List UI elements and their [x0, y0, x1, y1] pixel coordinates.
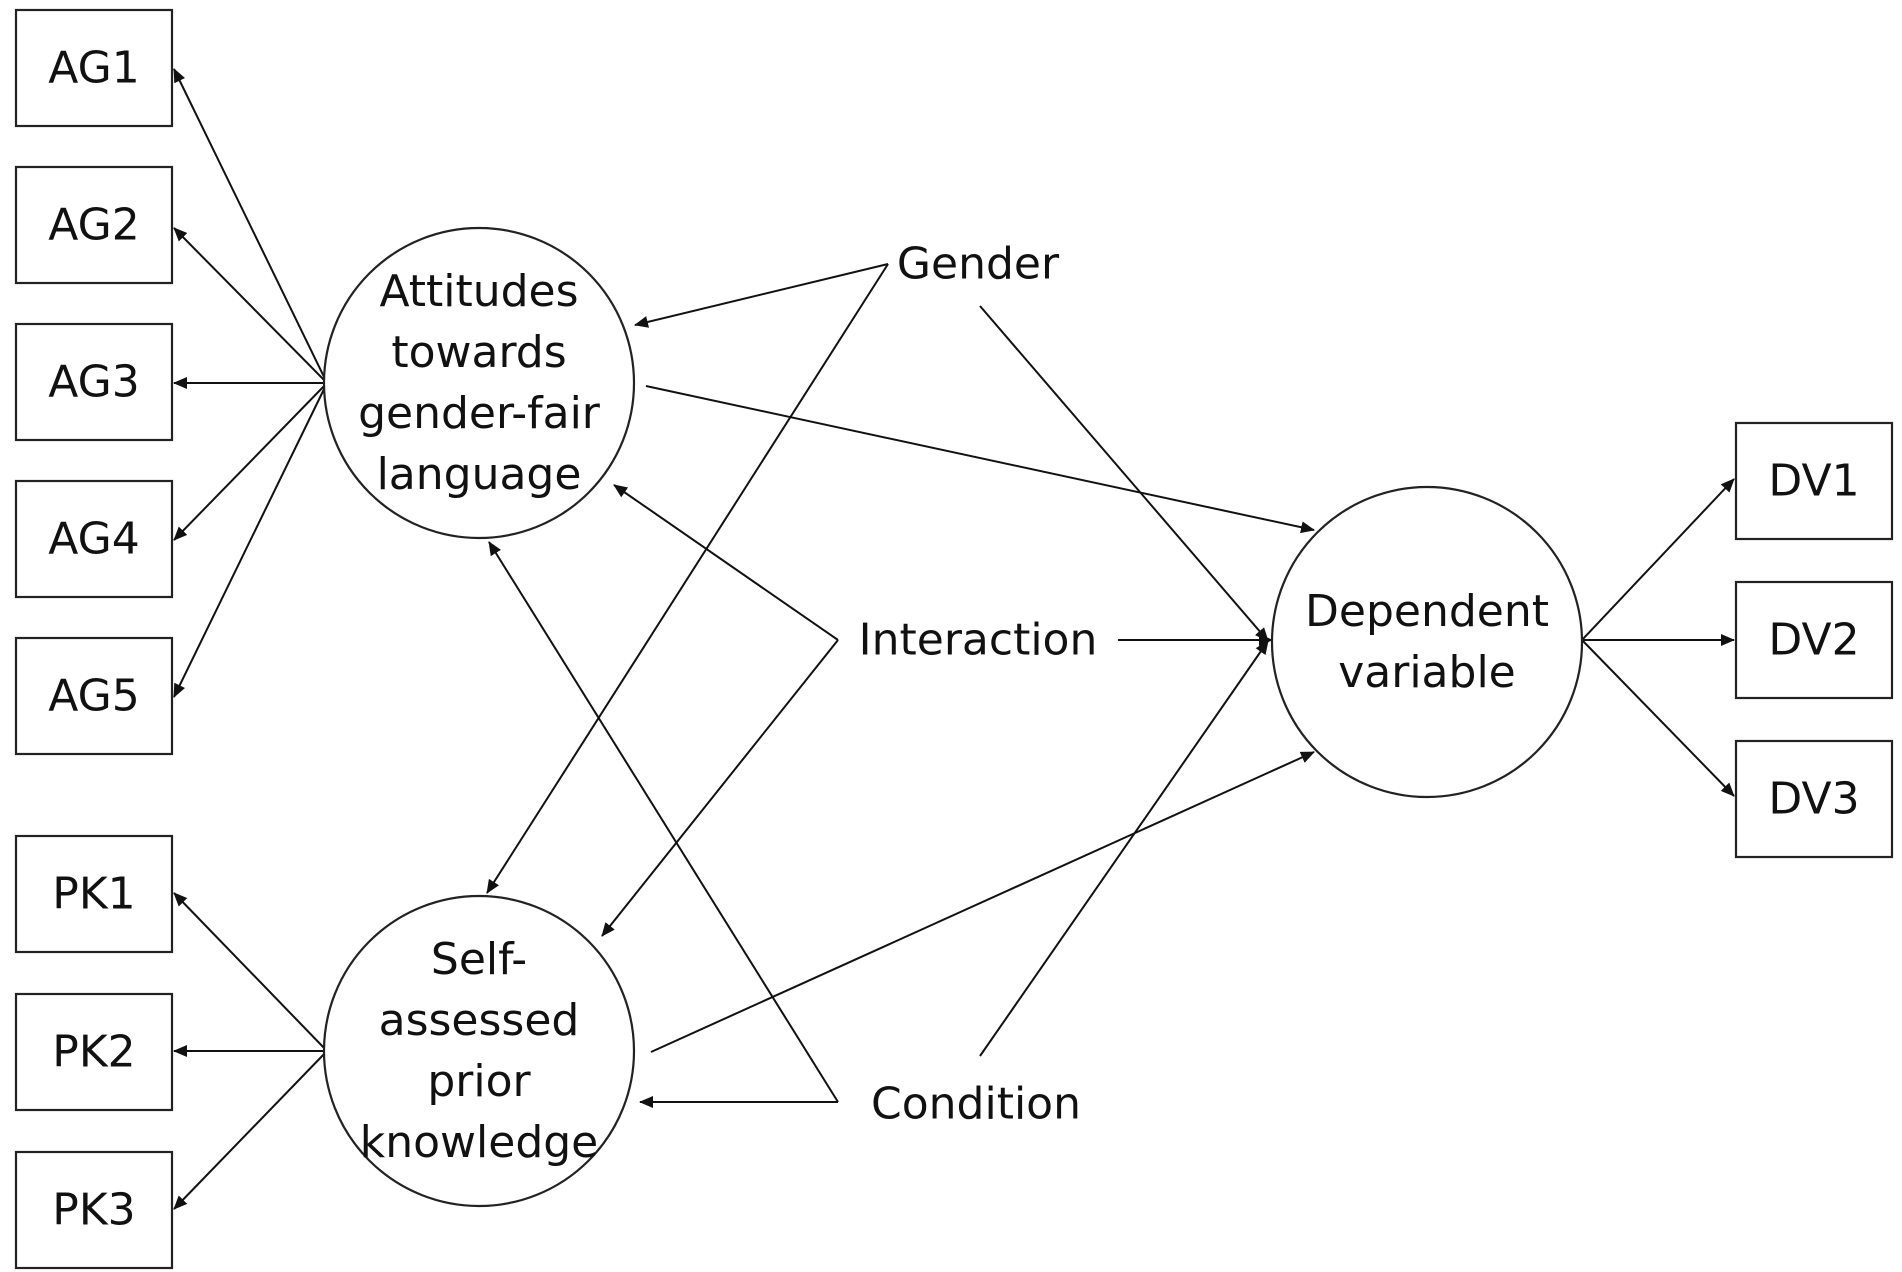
- path-arrows: [173, 68, 1735, 1210]
- arrow-attitudes-to-dependent: [645, 385, 1315, 534]
- latent-label-line: towards: [391, 327, 566, 378]
- indicator-box-ag2: AG2: [14, 165, 174, 285]
- indicator-rect: [14, 165, 174, 285]
- latent-dependent: Dependent variable: [1270, 485, 1584, 799]
- indicator-box-pk3: PK3: [14, 1150, 174, 1270]
- arrow-attitudes-to-ag5: [173, 382, 328, 698]
- arrow-dependent-to-dv1: [1581, 478, 1735, 641]
- arrow-interaction-to-attitudes: [613, 484, 839, 641]
- indicator-rect: [14, 636, 174, 756]
- arrow-gender-to-attitudes: [634, 263, 889, 328]
- indicator-label: AG5: [48, 671, 139, 722]
- latent-label-line: assessed: [379, 995, 580, 1046]
- latent-circle: [322, 894, 636, 1208]
- arrow-prior-to-pk3: [173, 1050, 328, 1210]
- latent-label-line: knowledge: [360, 1117, 599, 1168]
- arrow-condition-to-attitudes: [488, 541, 839, 1103]
- indicator-box-pk2: PK2: [14, 992, 174, 1112]
- latent-label-line: prior: [427, 1056, 531, 1107]
- arrow-attitudes-to-ag2: [173, 227, 328, 384]
- latent-label-line: variable: [1338, 647, 1516, 698]
- indicator-box-ag1: AG1: [14, 8, 174, 128]
- arrow-prior-to-dependent: [650, 751, 1315, 1053]
- indicator-label: AG3: [48, 357, 139, 408]
- indicator-label: AG1: [48, 43, 139, 94]
- latent-label-line: Dependent: [1305, 586, 1549, 637]
- indicator-box-dv2: DV2: [1734, 580, 1894, 700]
- indicator-box-dv3: DV3: [1734, 739, 1894, 859]
- indicator-box-pk1: PK1: [14, 834, 174, 954]
- arrow-interaction-to-prior: [601, 639, 839, 937]
- latent-label-line: Attitudes: [379, 266, 578, 317]
- observed-label-condition: Condition: [871, 1079, 1081, 1130]
- latent-attitudes: Attitudes towards gender-fair language: [322, 226, 636, 540]
- indicator-box-dv1: DV1: [1734, 421, 1894, 541]
- indicator-label: DV2: [1768, 615, 1859, 666]
- arrow-gender-to-dependent: [979, 305, 1269, 642]
- latent-circle: [1270, 485, 1584, 799]
- indicator-box-ag3: AG3: [14, 322, 174, 442]
- latent-circle: [322, 226, 636, 540]
- indicator-label: PK2: [52, 1027, 135, 1078]
- latent-label-line: Self-: [431, 934, 527, 985]
- indicator-rect: [14, 8, 174, 128]
- latent-label-line: gender-fair: [358, 388, 601, 439]
- indicator-label: DV1: [1768, 456, 1859, 507]
- latent-label-line: language: [377, 449, 582, 500]
- arrow-gender-to-prior: [486, 263, 889, 894]
- indicator-label: PK1: [52, 869, 135, 920]
- indicator-label: AG2: [48, 200, 139, 251]
- arrow-condition-to-dependent: [979, 640, 1269, 1057]
- indicator-rect: [1734, 580, 1894, 700]
- latent-prior: Self-assessed prior knowledge: [322, 894, 636, 1208]
- indicator-label: AG4: [48, 514, 139, 565]
- indicator-box-ag5: AG5: [14, 636, 174, 756]
- indicator-rect: [14, 834, 174, 954]
- arrow-attitudes-to-ag4: [173, 382, 328, 541]
- indicator-box-ag4: AG4: [14, 479, 174, 599]
- indicator-label: DV3: [1768, 774, 1859, 825]
- arrow-prior-to-pk1: [173, 892, 328, 1052]
- indicator-label: PK3: [52, 1185, 135, 1236]
- observed-label-interaction: Interaction: [859, 615, 1098, 666]
- indicator-rect: [14, 479, 174, 599]
- indicator-rect: [14, 322, 174, 442]
- indicator-rect: [14, 1150, 174, 1270]
- indicator-rect: [1734, 421, 1894, 541]
- indicator-rect: [1734, 739, 1894, 859]
- observed-label-gender: Gender: [897, 239, 1060, 290]
- indicator-rect: [14, 992, 174, 1112]
- arrow-dependent-to-dv3: [1581, 639, 1735, 797]
- arrow-attitudes-to-ag1: [173, 68, 328, 384]
